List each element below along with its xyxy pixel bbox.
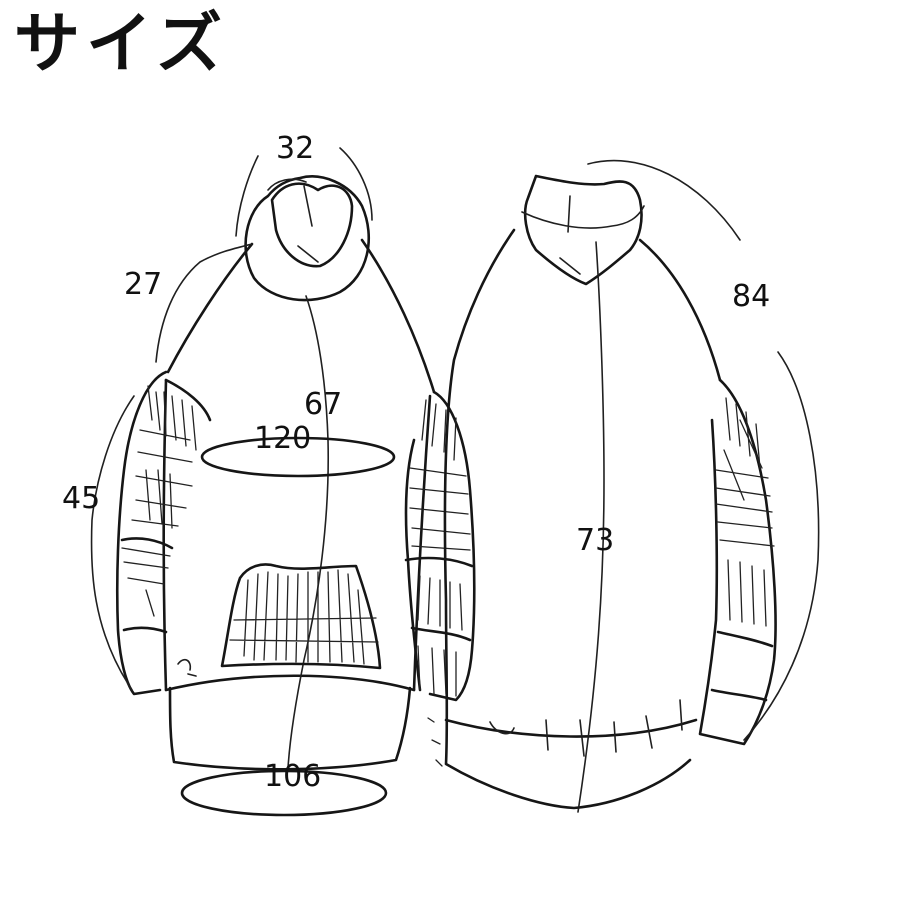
front-hem-band (164, 674, 416, 692)
label-sleeve: 45 (62, 481, 100, 516)
front-center-length-line (287, 295, 330, 769)
front-hood-outline (244, 175, 370, 302)
label-body-length-front: 67 (304, 387, 342, 422)
label-back-length: 73 (576, 523, 614, 558)
hem-measure-ellipse (180, 769, 388, 817)
back-sleeve-pattern (715, 397, 775, 627)
back-hood-outline (523, 174, 643, 286)
label-shoulder: 27 (124, 267, 162, 302)
front-body-outline (166, 238, 436, 771)
back-body-outline (443, 228, 722, 810)
front-left-sleeve-pattern (121, 385, 197, 617)
label-hood-width: 32 (276, 131, 314, 166)
page-title: サイズ (14, 4, 229, 82)
back-hoodie (443, 159, 820, 813)
back-hem-band (444, 718, 698, 738)
label-bust: 120 (254, 421, 311, 456)
back-sleeve (698, 378, 777, 746)
front-left-sleeve (115, 370, 212, 696)
front-hoodie (90, 147, 476, 817)
back-sleeve-length-arc (587, 159, 741, 241)
hood-guide-line (235, 147, 373, 237)
back-center-length-line (577, 241, 605, 813)
front-right-sleeve-pattern (409, 399, 471, 767)
sleeve-guide-line (90, 395, 135, 691)
bust-measure-ellipse (200, 436, 396, 478)
front-pocket-texture (229, 569, 379, 665)
shoulder-guide-line (155, 243, 253, 363)
back-sleeve-length-arc-lower (743, 351, 820, 741)
label-sleeve-length: 84 (732, 279, 770, 314)
front-hood-opening (270, 182, 354, 268)
label-hem: 106 (264, 759, 321, 794)
front-pocket (220, 563, 382, 670)
